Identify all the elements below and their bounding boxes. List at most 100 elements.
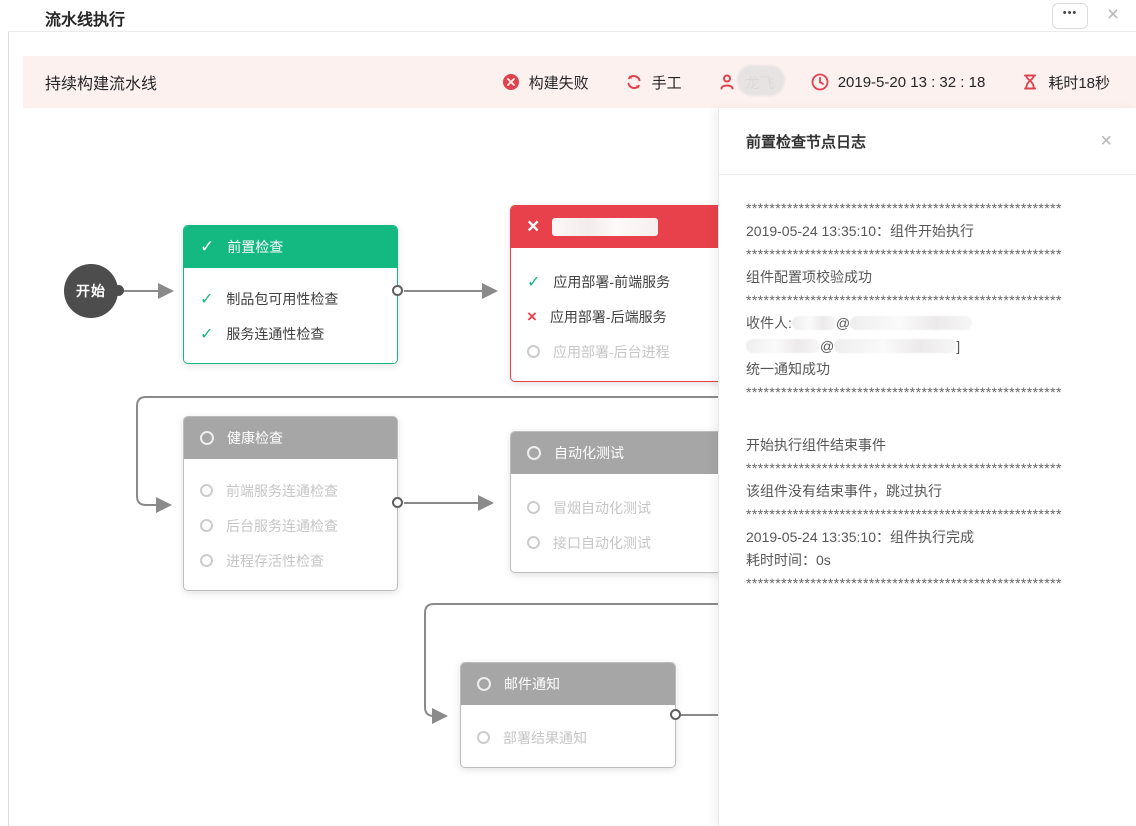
log-line: ****************************************… bbox=[746, 246, 1062, 262]
node-item[interactable]: 后台服务连通检查 bbox=[184, 508, 397, 543]
hourglass-icon bbox=[1024, 74, 1037, 90]
email-redaction-blur bbox=[834, 339, 957, 353]
pipeline-name: 持续构建流水线 bbox=[45, 76, 158, 93]
node-item-label: 应用部署-后台进程 bbox=[553, 343, 670, 360]
log-line: 2019-05-24 13:35:10：组件开始执行 bbox=[746, 223, 974, 239]
log-line: ****************************************… bbox=[746, 460, 1062, 476]
check-icon: ✓ bbox=[527, 273, 541, 291]
redacted-node-title bbox=[552, 218, 659, 236]
log-line: 开始执行组件结束事件 bbox=[746, 437, 886, 453]
node-body: 部署结果通知 bbox=[461, 705, 675, 767]
log-text-segment: @ bbox=[835, 315, 851, 331]
pending-circle-icon bbox=[527, 536, 540, 549]
node-item[interactable]: 应用部署-后台进程 bbox=[511, 334, 744, 369]
build-status-label: 构建失败 bbox=[528, 74, 589, 92]
node-card-mail[interactable]: 邮件通知部署结果通知 bbox=[460, 662, 676, 768]
node-body: ✓ 应用部署-前端服务 ×应用部署-后端服务应用部署-后台进程 bbox=[511, 248, 744, 381]
window-header: 流水线执行 ••• × bbox=[8, 0, 1136, 32]
pending-circle-icon bbox=[200, 431, 214, 445]
executor-name: 龙飞 bbox=[736, 64, 785, 96]
log-line: 统一通知成功 bbox=[746, 361, 830, 377]
build-failed-icon bbox=[502, 74, 519, 90]
node-item[interactable]: ✓ 制品包可用性检查 bbox=[184, 281, 397, 316]
log-line: ****************************************… bbox=[746, 575, 1062, 591]
build-status-bar: 持续构建流水线 构建失败 手工 bbox=[23, 56, 1136, 108]
build-status-item: 构建失败 bbox=[502, 72, 589, 93]
log-line: 该组件没有结束事件，跳过执行 bbox=[746, 483, 942, 499]
log-panel-title: 前置检查节点日志 bbox=[746, 133, 867, 151]
trigger-mode-label: 手工 bbox=[651, 74, 682, 92]
node-item-label: 冒烟自动化测试 bbox=[553, 499, 651, 516]
email-redaction-blur bbox=[791, 316, 836, 330]
check-icon: ✓ bbox=[200, 290, 214, 308]
node-header-health[interactable]: 健康检查 bbox=[184, 417, 397, 459]
node-header-precheck[interactable]: ✓ 前置检查 bbox=[184, 226, 397, 268]
duration-item: 耗时18秒 bbox=[1021, 72, 1110, 93]
log-line: @] bbox=[746, 335, 1112, 358]
close-icon[interactable]: × bbox=[1106, 3, 1120, 26]
check-icon: ✓ bbox=[200, 237, 215, 256]
fail-icon: × bbox=[527, 215, 540, 238]
log-line: 耗时时间：0s bbox=[746, 552, 831, 568]
node-header-autotest[interactable]: 自动化测试 bbox=[511, 432, 744, 474]
node-item-label: 前端服务连通检查 bbox=[226, 482, 338, 499]
node-item-label: 接口自动化测试 bbox=[553, 534, 651, 551]
log-line: ****************************************… bbox=[746, 200, 1062, 216]
pending-circle-icon bbox=[200, 554, 213, 567]
node-item[interactable]: 冒烟自动化测试 bbox=[511, 490, 744, 525]
trigger-mode-item: 手工 bbox=[625, 72, 682, 93]
node-item-label: 进程存活性检查 bbox=[226, 552, 324, 569]
pending-circle-icon bbox=[200, 519, 213, 532]
node-card-autotest[interactable]: 自动化测试冒烟自动化测试接口自动化测试 bbox=[510, 431, 745, 573]
mail-output-port bbox=[670, 709, 681, 720]
clock-icon bbox=[811, 73, 829, 91]
node-title: 邮件通知 bbox=[504, 676, 560, 692]
log-line: ****************************************… bbox=[746, 384, 1062, 400]
log-text-segment: @ bbox=[820, 338, 835, 354]
node-body: 前端服务连通检查后台服务连通检查进程存活性检查 bbox=[184, 459, 397, 590]
start-node: 开始 bbox=[64, 264, 118, 318]
pending-circle-icon bbox=[200, 484, 213, 497]
node-item[interactable]: 接口自动化测试 bbox=[511, 525, 744, 560]
log-line: 组件配置项校验成功 bbox=[746, 269, 872, 285]
node-card-health[interactable]: 健康检查前端服务连通检查后台服务连通检查进程存活性检查 bbox=[183, 416, 398, 591]
pending-circle-icon bbox=[527, 345, 540, 358]
node-item[interactable]: ×应用部署-后端服务 bbox=[511, 299, 744, 334]
node-title: 健康检查 bbox=[227, 430, 283, 446]
node-log-panel: 前置检查节点日志 × *****************************… bbox=[718, 108, 1136, 826]
node-item[interactable]: ✓ 应用部署-前端服务 bbox=[511, 264, 744, 299]
node-item-label: 应用部署-前端服务 bbox=[553, 273, 671, 290]
node-item-label: 服务连通性检查 bbox=[226, 325, 325, 342]
node-header-deploy[interactable]: × bbox=[511, 206, 744, 248]
pending-circle-icon bbox=[477, 677, 491, 691]
log-line: 收件人: @ bbox=[746, 312, 1112, 335]
more-options-button[interactable]: ••• bbox=[1052, 3, 1088, 29]
node-body: 冒烟自动化测试接口自动化测试 bbox=[511, 474, 744, 572]
fail-icon: × bbox=[527, 306, 537, 326]
node-header-mail[interactable]: 邮件通知 bbox=[461, 663, 675, 705]
log-line: ****************************************… bbox=[746, 292, 1062, 308]
node-card-precheck[interactable]: ✓ 前置检查 ✓ 制品包可用性检查 ✓服务连通性检查 bbox=[183, 225, 398, 364]
log-text-segment: 收件人: bbox=[746, 315, 792, 331]
node-item[interactable]: ✓服务连通性检查 bbox=[184, 316, 397, 351]
node-item-label: 后台服务连通检查 bbox=[226, 517, 338, 534]
log-close-icon[interactable]: × bbox=[1100, 130, 1112, 152]
node-item-label: 制品包可用性检查 bbox=[226, 290, 339, 307]
node-title: 前置检查 bbox=[227, 239, 284, 255]
node-item[interactable]: 部署结果通知 bbox=[461, 720, 675, 755]
node-item[interactable]: 前端服务连通检查 bbox=[184, 473, 397, 508]
duration-label: 耗时18秒 bbox=[1048, 74, 1110, 92]
node-card-deploy[interactable]: × ✓ 应用部署-前端服务 ×应用部署-后端服务应用部署-后台进程 bbox=[510, 205, 745, 382]
pending-circle-icon bbox=[477, 731, 490, 744]
pending-circle-icon bbox=[527, 501, 540, 514]
pending-circle-icon bbox=[527, 446, 541, 460]
log-text-segment: ] bbox=[956, 338, 961, 354]
email-redaction-blur bbox=[850, 316, 973, 330]
log-content[interactable]: ****************************************… bbox=[719, 175, 1136, 826]
node-title: 自动化测试 bbox=[554, 445, 624, 461]
build-time-label: 2019-5-20 13 : 32 : 18 bbox=[837, 73, 986, 91]
node-item[interactable]: 进程存活性检查 bbox=[184, 543, 397, 578]
build-meta-group: 构建失败 手工 龙飞 bbox=[502, 64, 1110, 96]
